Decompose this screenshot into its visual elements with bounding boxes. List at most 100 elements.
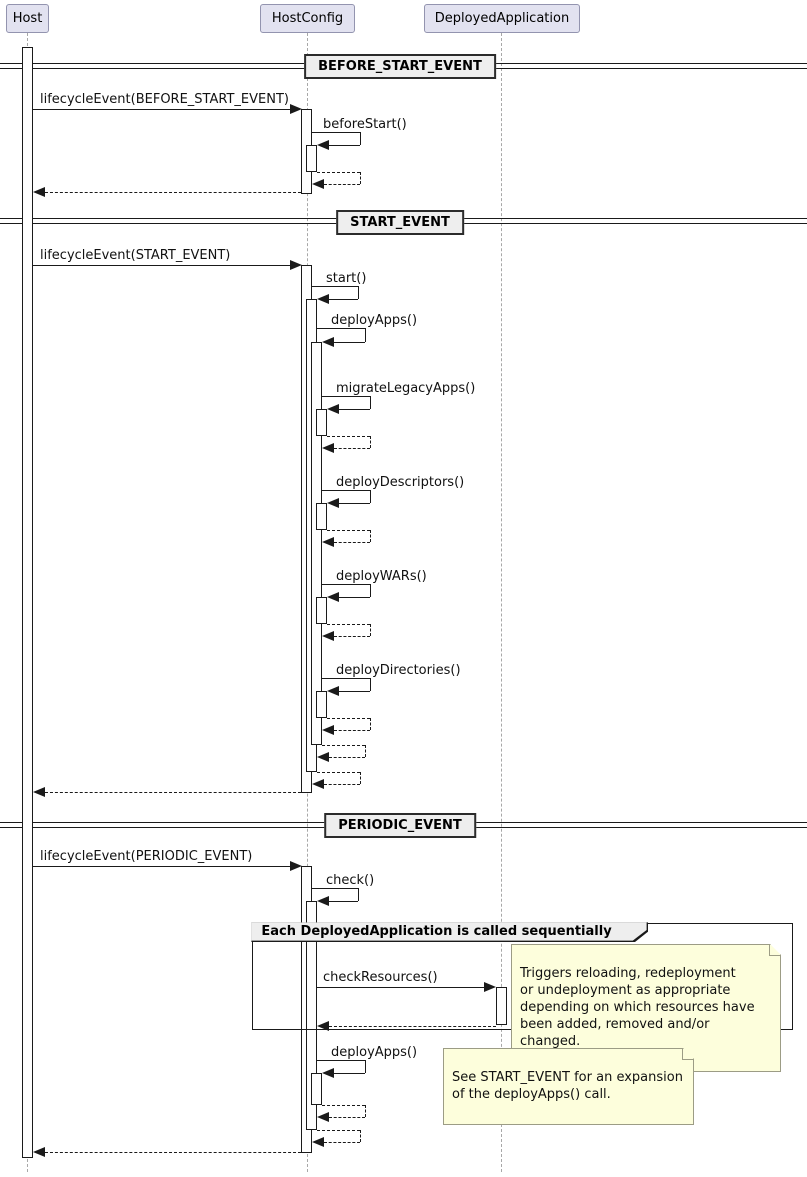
- selfcall-side: [370, 396, 371, 409]
- participant-label: Host: [12, 11, 43, 26]
- activation-deployapps-periodic: [311, 1073, 322, 1105]
- message-label-lifecycle-start: lifecycleEvent(START_EVENT): [40, 248, 231, 263]
- selfcall-bottom: [334, 1073, 365, 1074]
- arrowhead-left: [33, 787, 45, 797]
- participant-label: HostConfig: [271, 11, 344, 26]
- selfcall-side: [360, 132, 361, 145]
- selfcall-bottom: [339, 503, 370, 504]
- arrowhead-left: [322, 537, 334, 547]
- arrowhead-right: [290, 861, 302, 871]
- divider-label: BEFORE_START_EVENT: [318, 59, 482, 74]
- arrowhead-left: [33, 187, 45, 197]
- arrowhead-right: [484, 982, 496, 992]
- selfcall-bottom: [339, 597, 370, 598]
- selfcall-top: [322, 678, 370, 679]
- divider-label: PERIODIC_EVENT: [338, 818, 462, 833]
- selfreturn-top: [327, 530, 370, 531]
- message-line: [33, 866, 290, 867]
- selfreturn-top: [322, 745, 365, 746]
- participant-host: Host: [6, 4, 49, 33]
- arrowhead-left: [33, 1147, 45, 1157]
- activation-migratelegacyapps: [316, 409, 327, 436]
- note-fold-icon: [769, 945, 780, 956]
- message-line: [33, 109, 290, 110]
- selfcall-side: [370, 490, 371, 503]
- selfcall-side: [370, 678, 371, 691]
- arrowhead-left: [317, 1021, 329, 1031]
- selfcall-top: [312, 132, 360, 133]
- arrowhead-left: [312, 1137, 324, 1147]
- activation-beforestart: [306, 145, 317, 172]
- selfcall-side: [358, 286, 359, 299]
- message-label-beforestart: beforeStart(): [323, 117, 407, 132]
- arrowhead-left: [327, 686, 339, 696]
- activation-deploywars: [316, 597, 327, 624]
- selfreturn-side: [370, 530, 371, 542]
- arrowhead-left: [317, 752, 329, 762]
- message-label-lifecycle-before-start: lifecycleEvent(BEFORE_START_EVENT): [40, 92, 289, 107]
- selfreturn-side: [365, 1105, 366, 1117]
- selfcall-side: [365, 1060, 366, 1073]
- arrowhead-left: [327, 498, 339, 508]
- divider-label: START_EVENT: [350, 215, 450, 230]
- divider-before-start-event: BEFORE_START_EVENT: [304, 54, 496, 79]
- message-label-start: start(): [326, 271, 367, 286]
- message-label-deploydirectories: deployDirectories(): [336, 663, 461, 678]
- arrowhead-left: [312, 179, 324, 189]
- return-line: [329, 1026, 496, 1027]
- selfreturn-top: [322, 1105, 365, 1106]
- selfcall-top: [322, 490, 370, 491]
- selfreturn-side: [360, 1130, 361, 1142]
- selfreturn-side: [365, 745, 366, 757]
- selfcall-side: [358, 888, 359, 901]
- selfcall-top: [312, 888, 358, 889]
- selfreturn-bottom: [334, 636, 370, 637]
- selfreturn-top: [317, 172, 360, 173]
- participant-deployedapplication: DeployedApplication: [424, 4, 580, 33]
- selfreturn-top: [327, 436, 370, 437]
- arrowhead-left: [327, 404, 339, 414]
- arrowhead-left: [317, 1112, 329, 1122]
- selfcall-side: [365, 328, 366, 342]
- selfreturn-top: [327, 718, 370, 719]
- return-line: [45, 792, 301, 793]
- selfcall-top: [317, 328, 365, 329]
- selfreturn-side: [370, 718, 371, 730]
- arrowhead-right: [290, 260, 302, 270]
- arrowhead-left: [312, 779, 324, 789]
- arrowhead-left: [317, 896, 329, 906]
- selfreturn-bottom: [324, 784, 360, 785]
- selfreturn-bottom: [329, 757, 365, 758]
- message-line: [317, 987, 484, 988]
- selfcall-bottom: [339, 409, 370, 410]
- selfreturn-top: [317, 1130, 360, 1131]
- divider-periodic-event: PERIODIC_EVENT: [324, 813, 476, 838]
- selfcall-bottom: [329, 901, 358, 902]
- note-text: See START_EVENT for an expansion of the …: [452, 1070, 683, 1102]
- selfreturn-side: [370, 624, 371, 636]
- selfcall-top: [317, 1060, 365, 1061]
- selfreturn-bottom: [334, 730, 370, 731]
- message-label-deploywars: deployWARs(): [336, 569, 427, 584]
- message-label-deployapps-periodic: deployApps(): [331, 1045, 418, 1060]
- selfcall-bottom: [329, 145, 360, 146]
- arrowhead-left: [322, 337, 334, 347]
- activation-check: [306, 901, 317, 1130]
- note-text: Triggers reloading, redeployment or unde…: [520, 966, 755, 1049]
- selfcall-side: [370, 584, 371, 597]
- divider-start-event: START_EVENT: [336, 210, 464, 235]
- message-line: [33, 265, 290, 266]
- activation-host: [22, 47, 33, 1158]
- arrowhead-left: [322, 443, 334, 453]
- selfreturn-bottom: [324, 1142, 360, 1143]
- message-label-lifecycle-periodic: lifecycleEvent(PERIODIC_EVENT): [40, 849, 253, 864]
- arrowhead-left: [322, 725, 334, 735]
- selfreturn-bottom: [334, 448, 370, 449]
- selfcall-top: [322, 396, 370, 397]
- activation-deploydirectories: [316, 691, 327, 718]
- group-header: Each DeployedApplication is called seque…: [251, 922, 649, 943]
- arrowhead-left: [317, 294, 329, 304]
- return-line: [45, 1152, 301, 1153]
- note-fold-icon: [682, 1049, 693, 1060]
- selfcall-top: [312, 286, 358, 287]
